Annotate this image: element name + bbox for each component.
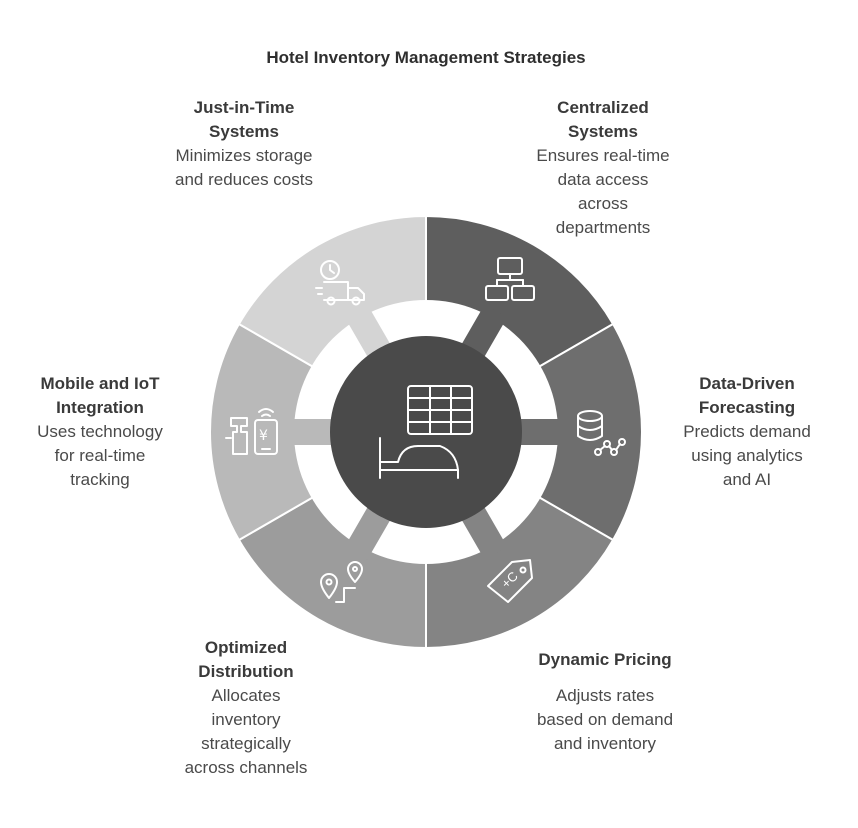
segment-label-pricing: Dynamic Pricing Adjusts rates based on d… [505,648,705,756]
segment-label-centralized: Centralized Systems Ensures real-time da… [503,96,703,240]
mobile-payment-icon: ¥ [225,408,278,455]
segment-description: Minimizes storage and reduces costs [175,146,313,189]
svg-text:¥: ¥ [259,428,268,444]
segment-description: Ensures real-time data access across dep… [536,146,670,237]
segment-description: Adjusts rates based on demand and invent… [536,686,674,753]
center-hub [330,336,522,528]
segment-label-distribution: Optimized Distribution Allocates invento… [146,636,346,780]
delivery-truck-clock-icon [315,260,365,306]
segment-heading: Just-in-Time Systems [193,98,295,141]
database-analytics-icon [577,410,626,456]
segment-description: Predicts demand using analytics and AI [683,422,811,489]
segment-label-jit: Just-in-Time Systems Minimizes storage a… [144,96,344,192]
segment-label-forecasting: Data-Driven Forecasting Predicts demand … [647,372,847,492]
network-computers-icon [485,257,535,301]
route-pins-icon [320,561,363,603]
diagram-title: Hotel Inventory Management Strategies [266,48,586,67]
connector-pricing [459,503,508,560]
connector-forecasting [516,419,566,445]
segment-label-mobile: Mobile and IoT Integration Uses technolo… [0,372,200,492]
connector-centralized [459,304,508,361]
segment-heading: Centralized Systems [557,98,649,141]
hotel-inventory-icon [379,385,473,479]
inner-connectors [286,304,566,560]
segment-heading: Dynamic Pricing [538,650,672,669]
segment-description: Allocates inventory strategically across… [184,686,308,777]
segment-heading: Optimized Distribution [198,638,294,681]
connector-jit [344,304,393,361]
connector-mobile [286,419,336,445]
segment-description: Uses technology for real-time tracking [37,422,163,489]
segment-heading: Data-Driven Forecasting [698,374,796,417]
segment-heading: Mobile and IoT Integration [40,374,160,417]
connector-distribution [344,503,393,560]
